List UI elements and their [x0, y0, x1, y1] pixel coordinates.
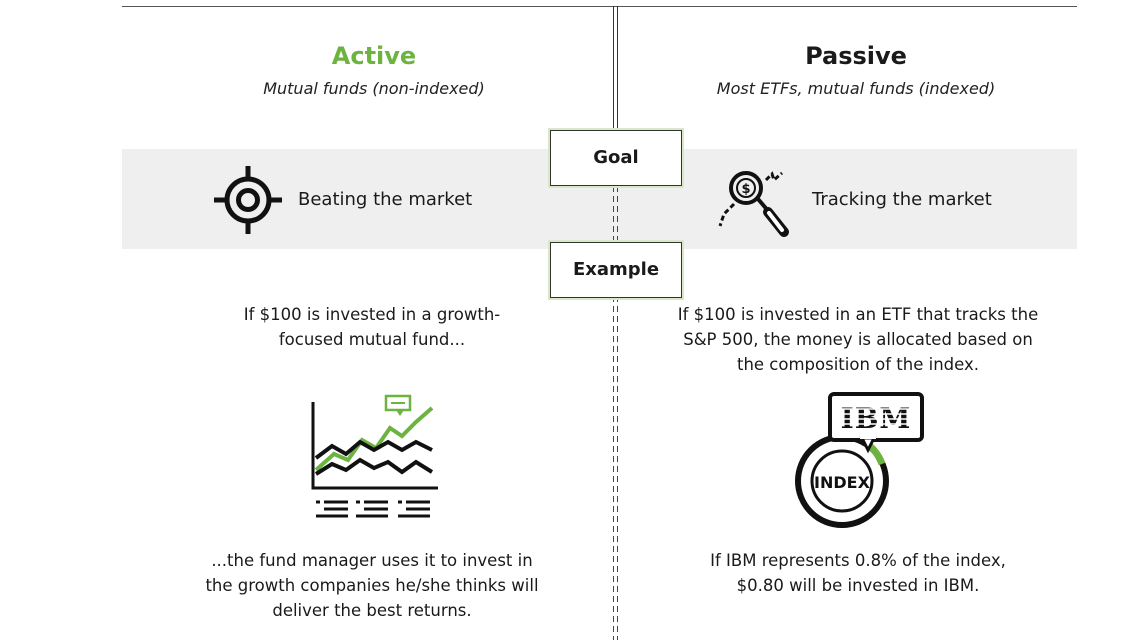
column-divider-dashed — [617, 186, 618, 640]
goal-label: Goal — [550, 130, 682, 186]
svg-text:$: $ — [741, 182, 750, 197]
passive-title: Passive — [805, 42, 907, 70]
active-subtitle: Mutual funds (non-indexed) — [263, 79, 485, 98]
target-crosshair-icon — [214, 166, 282, 234]
index-logo-text: INDEX — [814, 473, 871, 492]
top-rule — [122, 6, 1077, 7]
index-ring-icon: INDEX IBM — [795, 392, 924, 528]
column-divider — [613, 6, 614, 134]
active-example-intro: If $100 is invested in a growth-focused … — [243, 305, 501, 349]
passive-example-intro: If $100 is invested in an ETF that track… — [677, 305, 1039, 374]
column-divider-dashed — [613, 186, 614, 640]
active-goal-text: Beating the market — [298, 189, 473, 210]
magnifier-dollar-icon: $ — [718, 171, 789, 237]
active-title: Active — [331, 42, 417, 70]
line-chart-icon — [311, 394, 438, 518]
active-example-outcome: ...the fund manager uses it to invest in… — [205, 551, 539, 620]
passive-goal-text: Tracking the market — [812, 189, 992, 210]
passive-subtitle: Most ETFs, mutual funds (indexed) — [716, 79, 996, 98]
passive-example-outcome: If IBM represents 0.8% of the index, $0.… — [710, 551, 1006, 595]
column-divider — [617, 6, 618, 134]
example-label: Example — [550, 242, 682, 298]
